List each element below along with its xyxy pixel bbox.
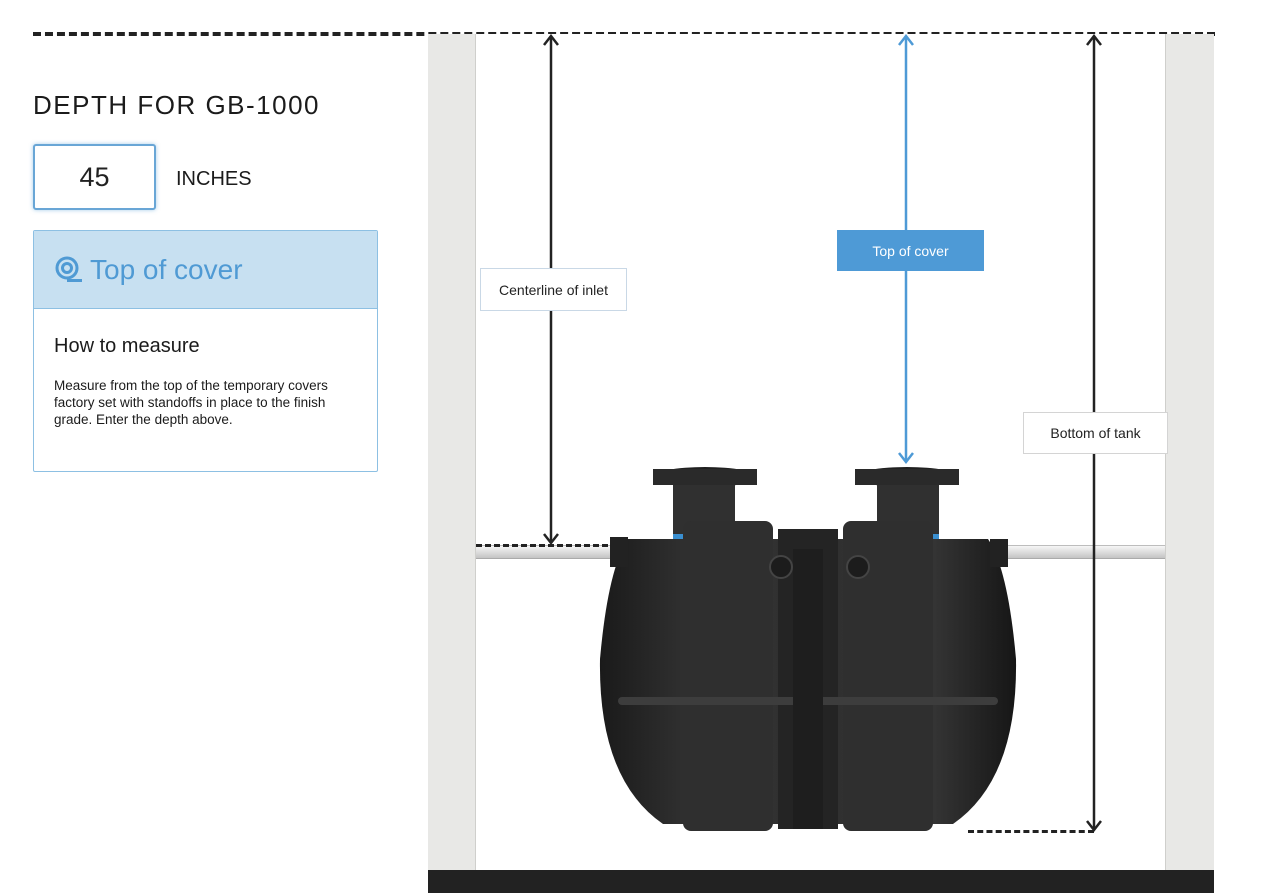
dimension-arrows — [543, 34, 1102, 833]
ground-base — [428, 870, 1214, 893]
measurement-diagram: Centerline of inlet Top of cover Bottom … — [428, 34, 1214, 893]
info-card-header: Top of cover — [34, 231, 377, 309]
info-card-title: Top of cover — [90, 253, 243, 285]
page-title: DEPTH FOR GB-1000 — [33, 90, 321, 120]
unit-label: INCHES — [176, 168, 252, 190]
target-icon — [54, 256, 82, 284]
how-to-measure-text: Measure from the top of the temporary co… — [54, 378, 328, 427]
excavation-wall-left — [428, 34, 476, 870]
septic-tank-image — [599, 467, 1017, 831]
tank-bottom-line — [968, 830, 1094, 833]
top-of-cover-button[interactable]: Top of cover — [837, 230, 984, 271]
how-to-measure-heading: How to measure — [54, 335, 200, 357]
bottom-of-tank-button[interactable]: Bottom of tank — [1023, 412, 1168, 454]
depth-input[interactable] — [33, 144, 156, 210]
excavation-wall-right — [1165, 34, 1214, 870]
outlet-pipe — [1003, 545, 1165, 559]
centerline-of-inlet-button[interactable]: Centerline of inlet — [480, 268, 627, 311]
measurement-info-card: Top of cover How to measure Measure from… — [33, 230, 378, 472]
inlet-centerline — [476, 544, 626, 547]
